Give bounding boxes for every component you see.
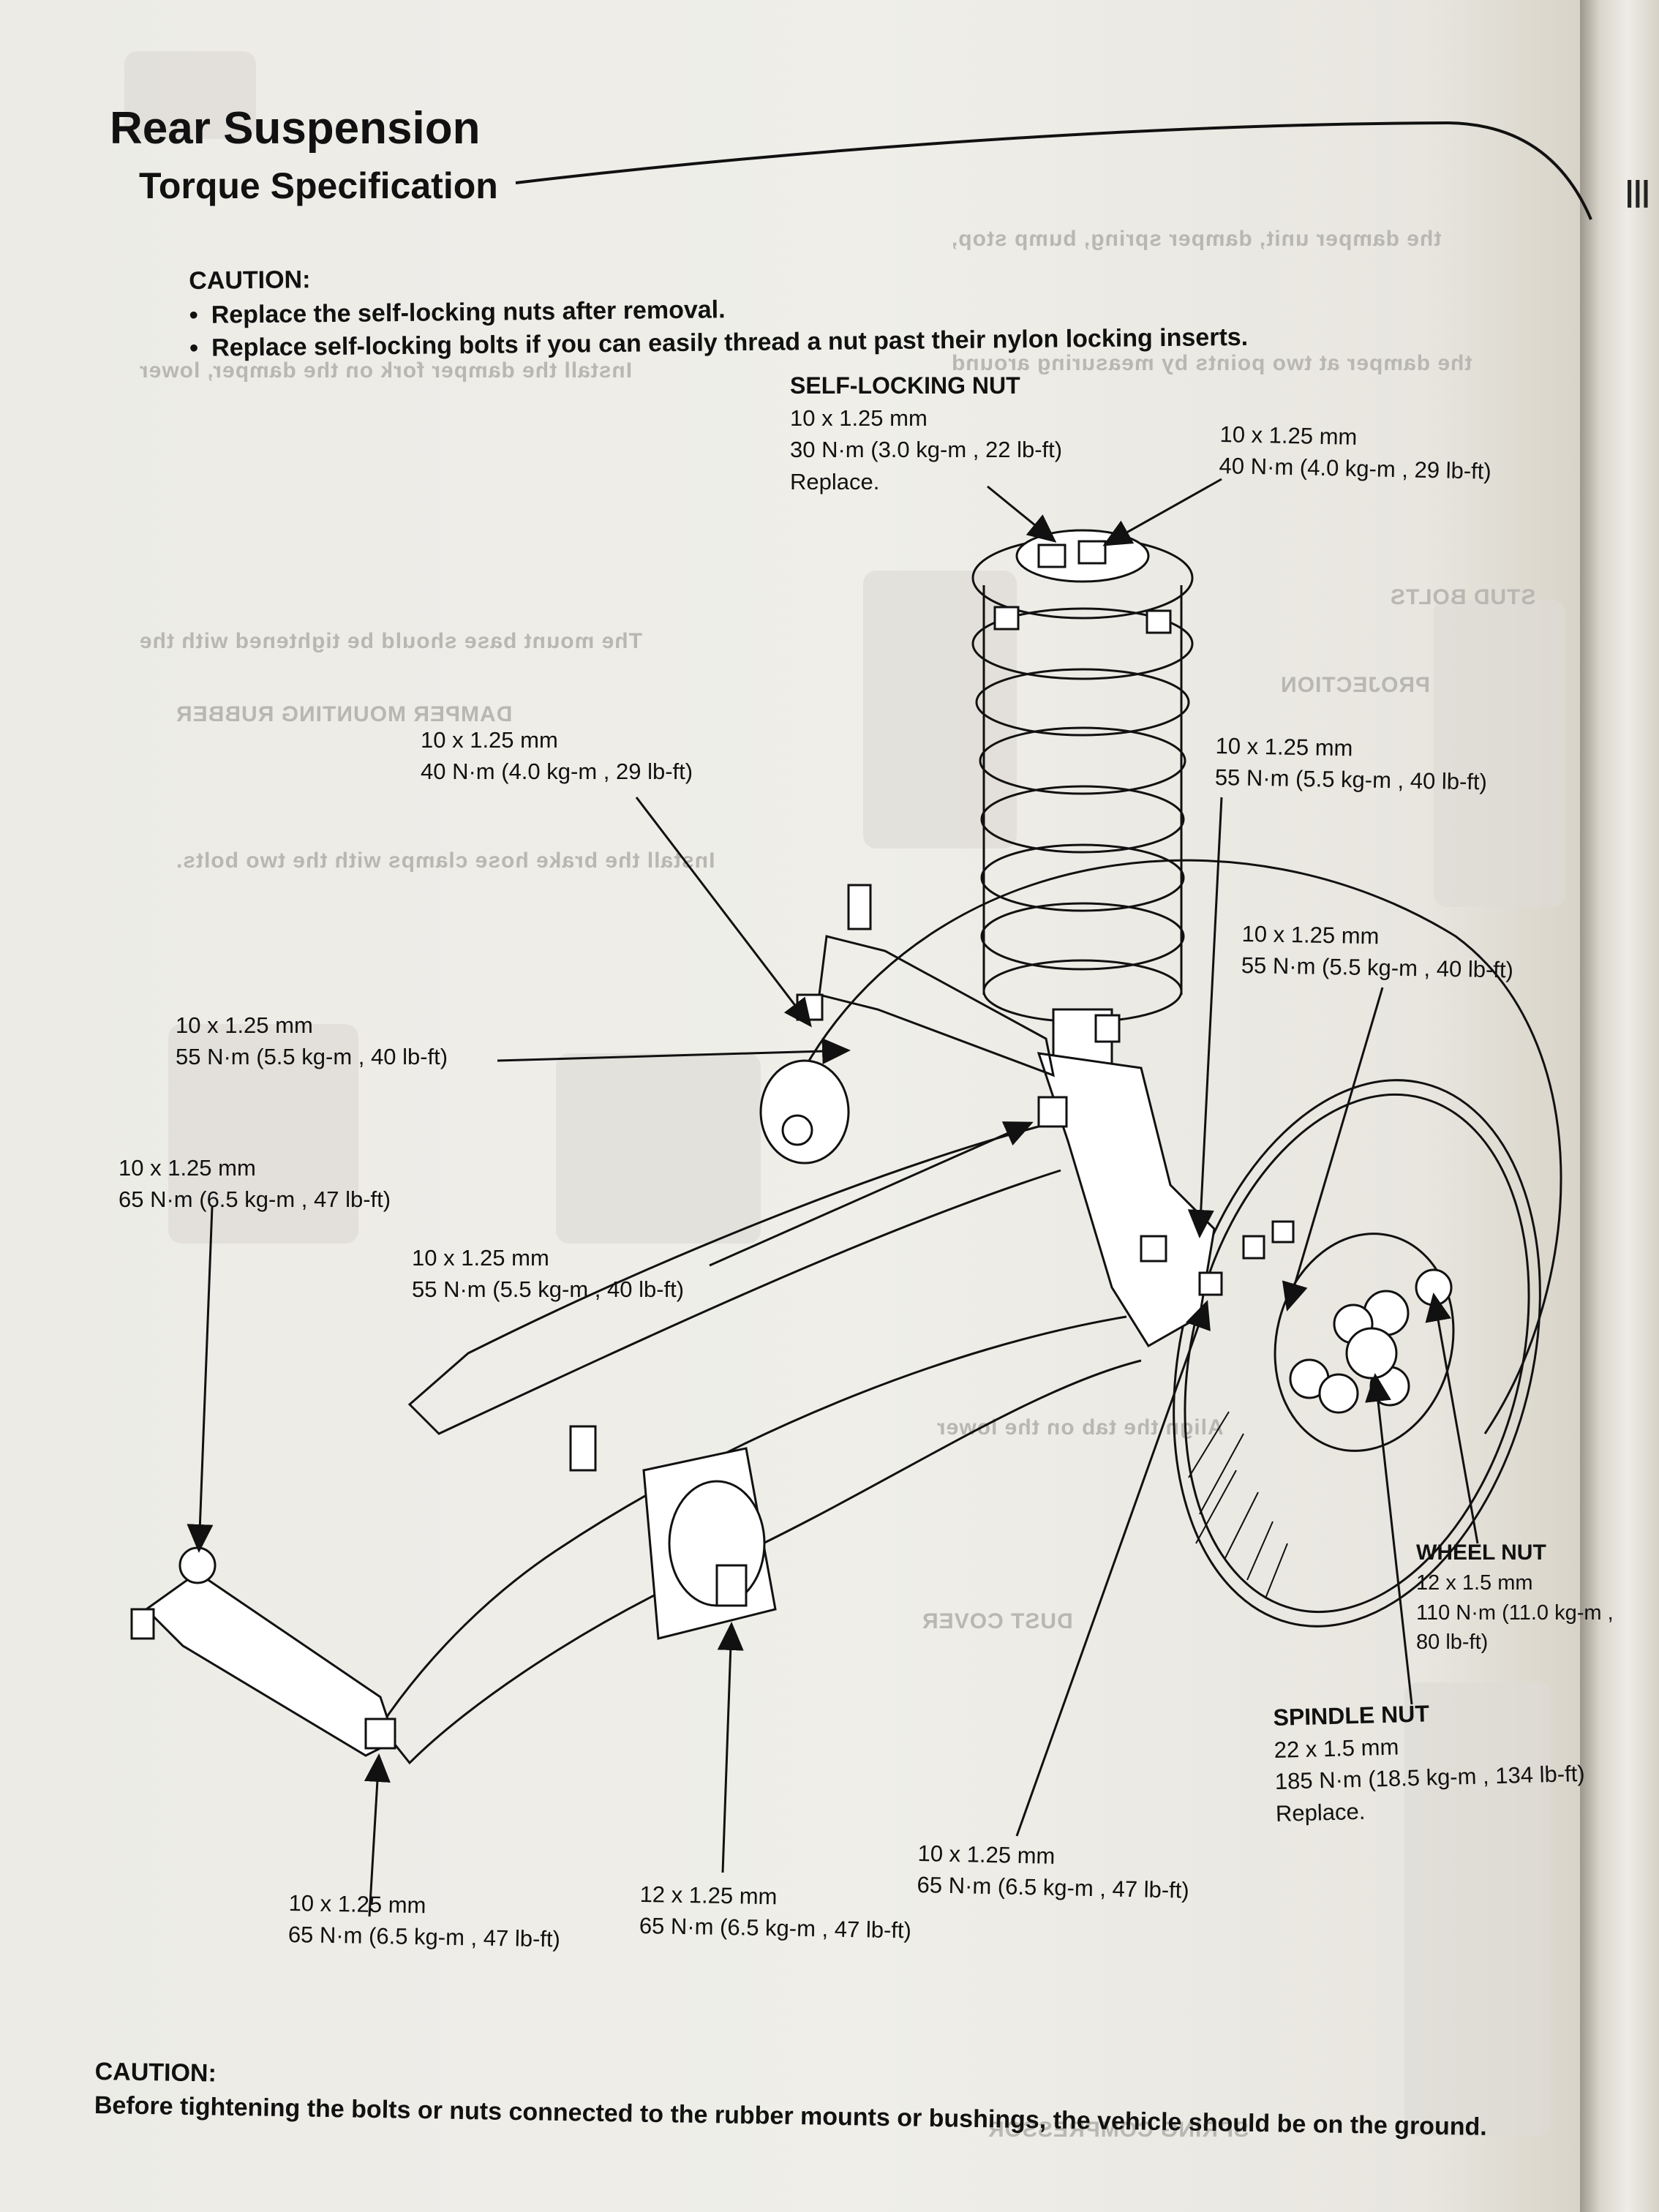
callout-stabilizer-link: 10 x 1.25 mm 65 N·m (6.5 kg-m , 47 lb-ft…	[118, 1152, 391, 1216]
callout-size: 10 x 1.25 mm	[1215, 732, 1353, 761]
callout-torque: 55 N·m (5.5 kg-m , 40 lb-ft)	[1241, 952, 1514, 983]
callout-upper-arm-inner: 10 x 1.25 mm 55 N·m (5.5 kg-m , 40 lb-ft…	[176, 1009, 448, 1073]
callout-lower-arm-front: 10 x 1.25 mm 65 N·m (6.5 kg-m , 47 lb-ft…	[287, 1887, 561, 1955]
callout-size: 10 x 1.25 mm	[917, 1840, 1056, 1869]
callout-torque: 65 N·m (6.5 kg-m , 47 lb-ft)	[118, 1186, 391, 1213]
callout-knuckle-upper: 10 x 1.25 mm 55 N·m (5.5 kg-m , 40 lb-ft…	[1214, 730, 1488, 798]
callout-torque: 65 N·m (6.5 kg-m , 47 lb-ft)	[639, 1913, 912, 1944]
callout-size: 10 x 1.25 mm	[176, 1012, 313, 1038]
callout-size: 10 x 1.25 mm	[1219, 421, 1358, 450]
callout-wheel-nut: WHEEL NUT 12 x 1.5 mm 110 N·m (11.0 kg-m…	[1416, 1538, 1614, 1658]
callout-lower-arm-inner: 10 x 1.25 mm 55 N·m (5.5 kg-m , 40 lb-ft…	[412, 1242, 684, 1306]
callout-torque: 40 N·m (4.0 kg-m , 29 lb-ft)	[1219, 453, 1492, 485]
callout-torque: 30 N·m (3.0 kg-m , 22 lb-ft)	[790, 437, 1063, 463]
callout-top-right: 10 x 1.25 mm 40 N·m (4.0 kg-m , 29 lb-ft…	[1219, 418, 1492, 488]
callout-size: 10 x 1.25 mm	[118, 1155, 256, 1181]
callout-size: 10 x 1.25 mm	[288, 1889, 426, 1919]
page-title: Rear Suspension	[110, 103, 481, 154]
callout-size: 12 x 1.5 mm	[1416, 1571, 1533, 1595]
callout-damper-lower: 10 x 1.25 mm 65 N·m (6.5 kg-m , 47 lb-ft…	[917, 1837, 1190, 1907]
callout-torque: 65 N·m (6.5 kg-m , 47 lb-ft)	[917, 1872, 1190, 1904]
top-mount-studs	[993, 540, 1172, 634]
callout-note: Replace.	[790, 468, 880, 494]
trailing-arm	[407, 1125, 1061, 1435]
callout-lower-arm-bolt: 12 x 1.25 mm 65 N·m (6.5 kg-m , 47 lb-ft…	[639, 1878, 912, 1946]
callout-torque: 55 N·m (5.5 kg-m , 40 lb-ft)	[176, 1044, 448, 1070]
stabilizer-link	[130, 1546, 396, 1757]
callout-knuckle-mid: 10 x 1.25 mm 55 N·m (5.5 kg-m , 40 lb-ft…	[1241, 918, 1514, 986]
callout-size: 12 x 1.25 mm	[639, 1881, 778, 1910]
callout-size: 10 x 1.25 mm	[1241, 920, 1380, 949]
callout-torque: 55 N·m (5.5 kg-m , 40 lb-ft)	[1214, 764, 1488, 795]
callout-spindle-nut: SPINDLE NUT 22 x 1.5 mm 185 N·m (18.5 kg…	[1273, 1693, 1586, 1829]
leader-lines	[187, 478, 1479, 1917]
next-page-edge: |||	[1580, 0, 1659, 2212]
callout-upper-arm-left: 10 x 1.25 mm 40 N·m (4.0 kg-m , 29 lb-ft…	[421, 724, 693, 788]
title-rule	[515, 121, 1592, 220]
hub	[1289, 1268, 1453, 1414]
callout-size: 10 x 1.25 mm	[790, 405, 928, 431]
callout-torque: 40 N·m (4.0 kg-m , 29 lb-ft)	[421, 759, 693, 785]
callout-size: 10 x 1.25 mm	[412, 1245, 549, 1271]
callout-torque-cont: 80 lb-ft)	[1416, 1630, 1489, 1655]
page-subtitle: Torque Specification	[139, 165, 498, 206]
callout-torque: 65 N·m (6.5 kg-m , 47 lb-ft)	[287, 1922, 561, 1952]
callout-torque: 55 N·m (5.5 kg-m , 40 lb-ft)	[412, 1276, 685, 1303]
callout-size: 10 x 1.25 mm	[421, 727, 558, 753]
callout-torque: 110 N·m (11.0 kg-m ,	[1416, 1600, 1614, 1625]
upper-arm	[818, 935, 1056, 1077]
lower-arm-bushing	[642, 1447, 777, 1640]
callout-name: SELF-LOCKING NUT	[790, 372, 1020, 399]
caution-top: CAUTION: Replace the self-locking nuts a…	[189, 254, 1248, 365]
callout-name: WHEEL NUT	[1416, 1540, 1546, 1565]
callout-self-locking-nut: SELF-LOCKING NUT 10 x 1.25 mm 30 N·m (3.…	[790, 369, 1062, 497]
